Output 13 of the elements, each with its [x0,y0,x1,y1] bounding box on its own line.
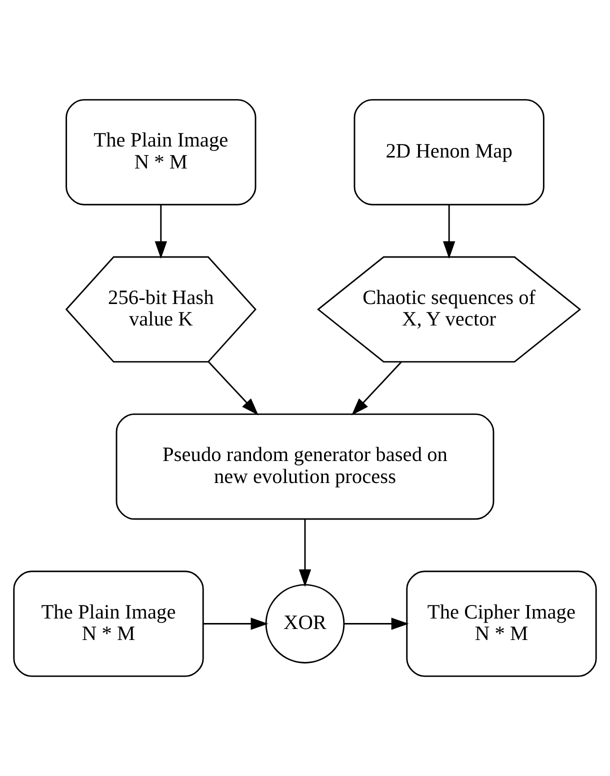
node-box: The Plain Image N * M [13,570,204,677]
arrow [203,618,268,630]
arrow [298,519,312,587]
node-box: 2D Henon Map [354,99,544,206]
arrow [208,361,258,416]
node-circle: XOR [265,584,345,664]
arrow [344,618,409,630]
arrow [442,204,456,259]
node-box: The Plain Image N * M [66,99,256,206]
arrow [352,361,402,416]
node-box: Pseudo random generator based on new evolution process [116,413,494,520]
node-box: The Cipher Image N * M [406,570,597,677]
arrow [154,204,168,259]
